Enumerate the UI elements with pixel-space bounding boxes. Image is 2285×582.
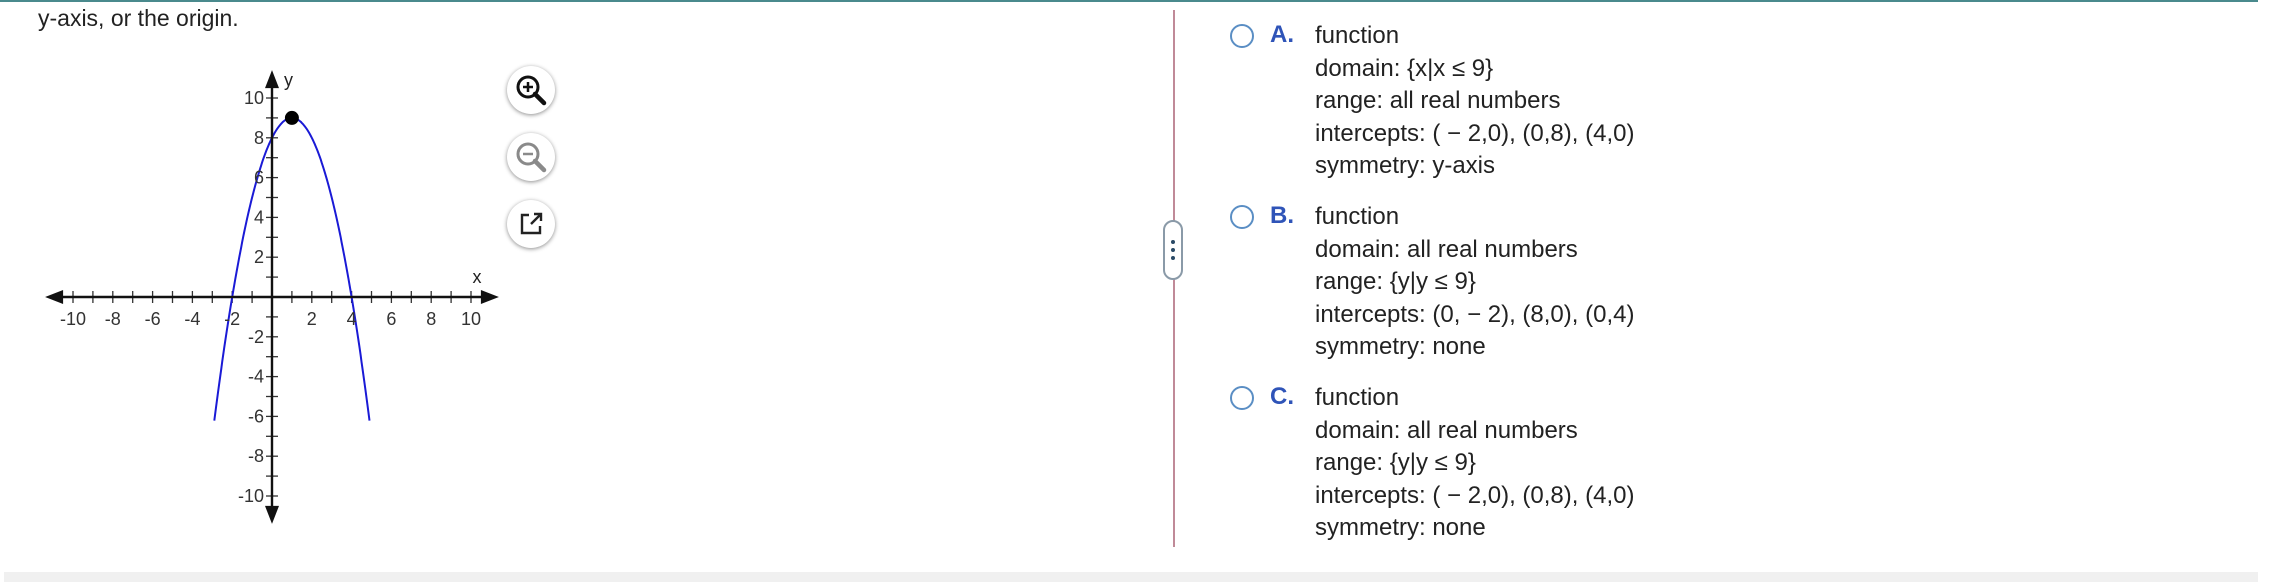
- option-b-text: function domain: all real numbers range:…: [1315, 201, 1634, 364]
- radio-c[interactable]: [1230, 386, 1254, 410]
- magnifier-minus-icon: [516, 142, 547, 173]
- x-axis-left-arrow: [45, 290, 64, 304]
- y-axis-top-arrow: [265, 70, 279, 89]
- y-tick-label: -4: [248, 367, 264, 387]
- y-tick-label: -10: [238, 486, 264, 506]
- x-axis-label: x: [472, 267, 481, 287]
- x-tick-label: -8: [105, 309, 121, 329]
- question-text: y-axis, or the origin.: [38, 5, 239, 31]
- y-tick-label: 4: [254, 207, 264, 227]
- x-axis-right-arrow: [480, 290, 499, 304]
- option-line: domain: all real numbers: [1315, 235, 1578, 263]
- x-tick-label: 10: [461, 309, 481, 329]
- y-axis-label: y: [284, 70, 293, 90]
- option-line: range: {y|y ≤ 9}: [1315, 449, 1476, 476]
- option-c-text: function domain: all real numbers range:…: [1315, 382, 1634, 545]
- x-tick-label: 6: [386, 309, 396, 329]
- splitter-dot: [1171, 256, 1175, 260]
- option-line: domain: {x|x ≤ 9}: [1315, 54, 1494, 82]
- option-line: function: [1315, 22, 1400, 49]
- magnifier-plus-icon: [516, 75, 547, 106]
- y-tick-label: 2: [254, 247, 264, 267]
- y-tick-label: 8: [254, 128, 264, 148]
- y-tick-label: 10: [244, 88, 264, 108]
- x-tick-label: 2: [307, 309, 317, 329]
- y-axis-bottom-arrow: [265, 505, 279, 524]
- x-tick-label: -6: [145, 309, 161, 329]
- x-tick-label: 4: [347, 309, 357, 329]
- tick-labels: -10 -8 -6 -4 -2 2 4 6 8 10 10 8 6 4 2 -2 -4 -6 -8 -10: [60, 88, 481, 506]
- option-letter: B.: [1270, 202, 1294, 229]
- top-rule: [0, 0, 2258, 2]
- option-line: function: [1315, 203, 1400, 230]
- radio-b[interactable]: [1230, 205, 1254, 229]
- option-line: range: all real numbers: [1315, 87, 1561, 114]
- x-tick-label: -10: [60, 309, 86, 329]
- option-line: intercepts: (0, − 2), (8,0), (0,4): [1315, 300, 1635, 328]
- panel-splitter-handle[interactable]: [1163, 220, 1183, 280]
- splitter-dot: [1171, 240, 1175, 244]
- option-line: domain: all real numbers: [1315, 416, 1578, 444]
- option-line: symmetry: none: [1315, 514, 1486, 541]
- zoom-in-button[interactable]: [507, 66, 555, 114]
- splitter-dot: [1171, 248, 1175, 252]
- y-tick-label: 6: [254, 168, 264, 188]
- option-line: function: [1315, 384, 1400, 411]
- option-letter: A.: [1270, 21, 1294, 48]
- x-tick-label: -2: [224, 309, 240, 329]
- option-line: symmetry: none: [1315, 333, 1486, 360]
- vertex-point: [284, 110, 299, 125]
- open-new-window-button[interactable]: [507, 200, 555, 248]
- option-line: intercepts: ( − 2,0), (0,8), (4,0): [1315, 119, 1635, 147]
- parabola-curve: [213, 116, 371, 421]
- option-a-text: function domain: {x|x ≤ 9} range: all re…: [1315, 20, 1634, 183]
- zoom-out-button[interactable]: [507, 133, 555, 181]
- y-axis: [265, 70, 279, 524]
- option-line: range: {y|y ≤ 9}: [1315, 268, 1476, 295]
- option-line: intercepts: ( − 2,0), (0,8), (4,0): [1315, 481, 1635, 509]
- external-link-icon: [520, 212, 543, 235]
- y-tick-label: -8: [248, 446, 264, 466]
- y-tick-label: -2: [248, 327, 264, 347]
- option-letter: C.: [1270, 383, 1294, 410]
- y-tick-label: -6: [248, 406, 264, 426]
- footer-band: [4, 572, 2258, 582]
- x-tick-label: 8: [426, 309, 436, 329]
- option-line: symmetry: y-axis: [1315, 152, 1495, 179]
- function-graph: -10 -8 -6 -4 -2 2 4 6 8 10 10 8 6 4 2 -2 -4 -6 -8 -10 x y: [45, 70, 499, 524]
- x-tick-label: -4: [184, 309, 200, 329]
- radio-a[interactable]: [1230, 24, 1254, 48]
